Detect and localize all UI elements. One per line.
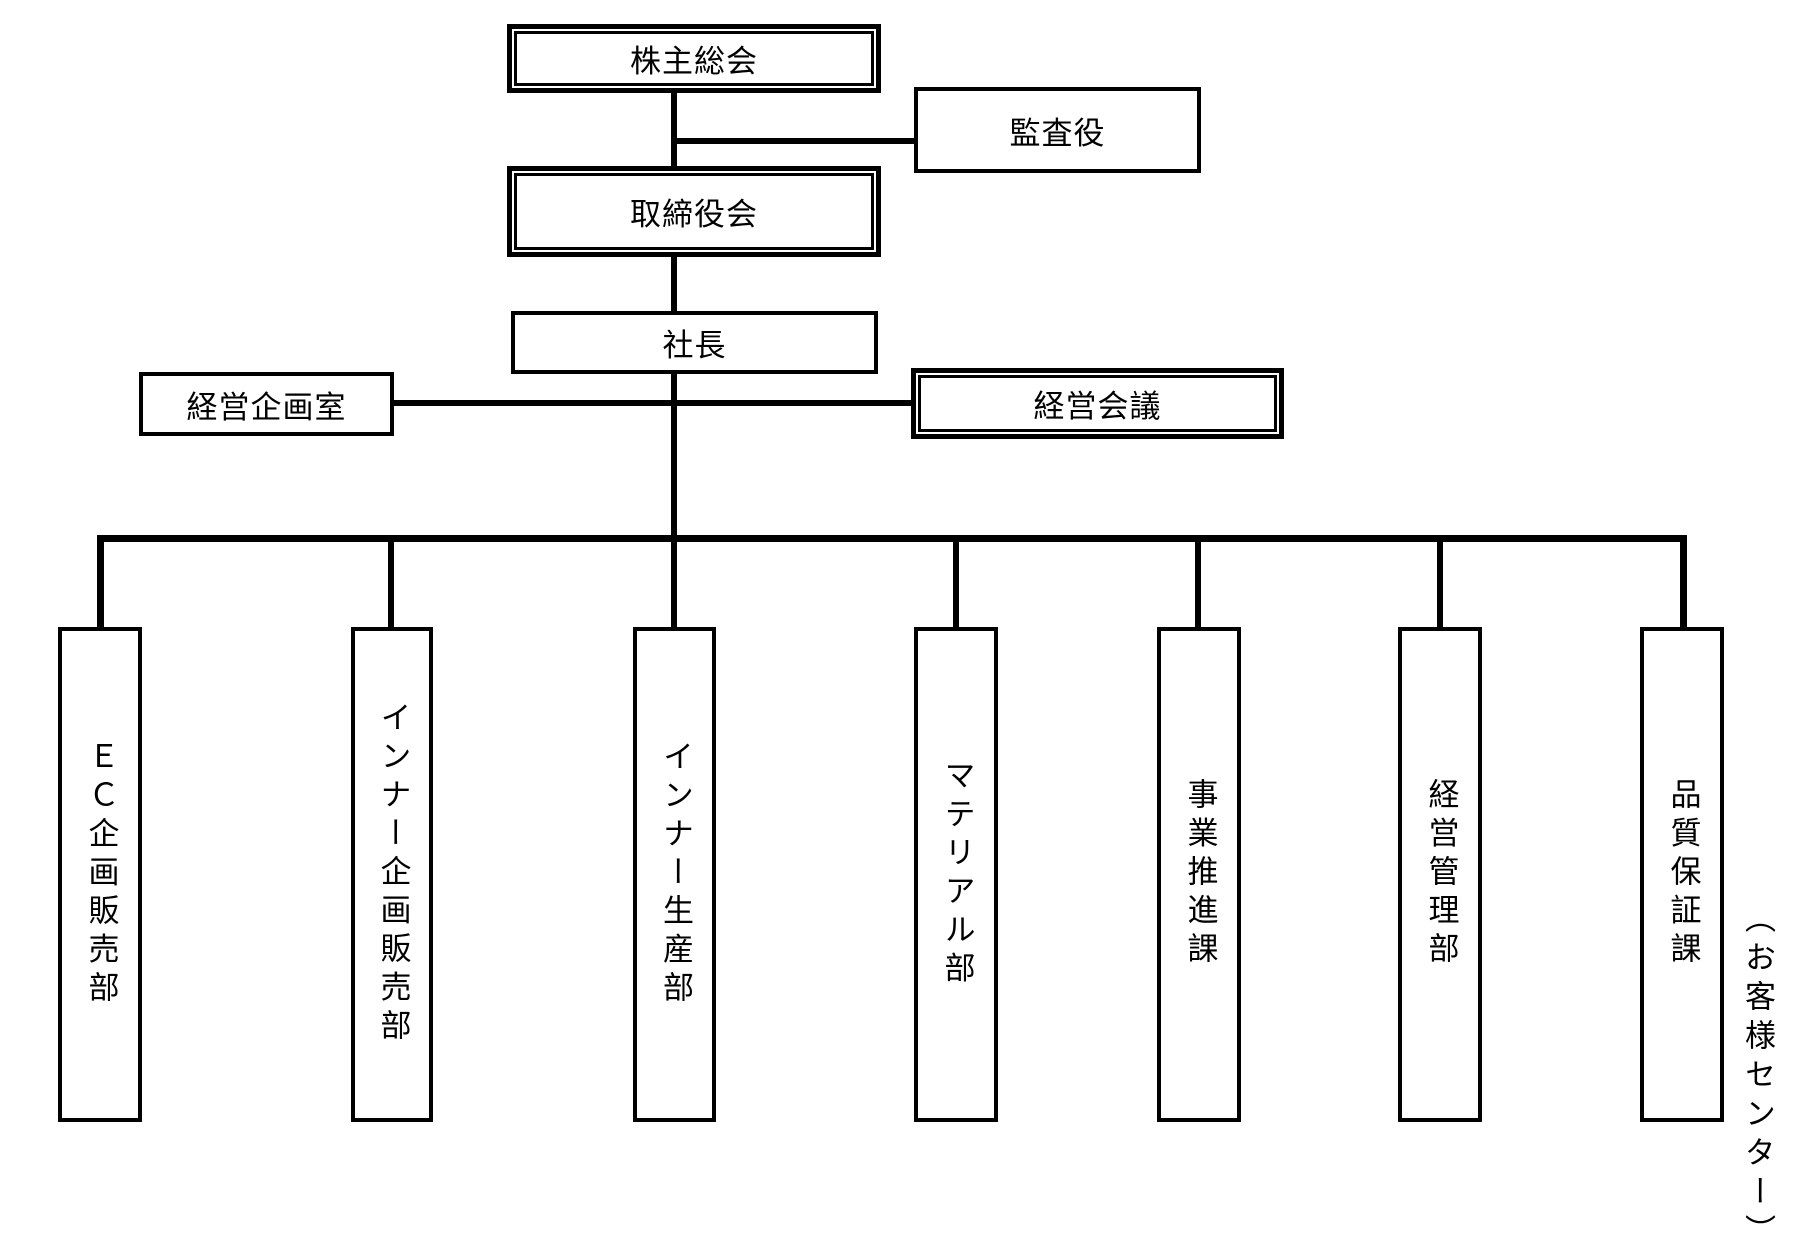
shareholders-meeting-box: 株主総会 <box>507 24 881 93</box>
department-box-inner-production: インナー生産部 <box>633 627 716 1122</box>
connector-shareholders-to-board <box>671 92 677 168</box>
president-label: 社長 <box>662 328 727 364</box>
management-meeting-label: 経営会議 <box>1033 389 1162 425</box>
department-box-inner-sales: インナー企画販売部 <box>351 627 433 1122</box>
department-label: インナー生産部 <box>657 739 693 1010</box>
drop-management <box>1437 535 1443 629</box>
department-box-quality-assurance: 品質保証課 <box>1640 627 1724 1122</box>
department-label: インナー企画販売部 <box>374 701 411 1048</box>
department-box-management: 経営管理部 <box>1398 627 1482 1122</box>
department-box-business-promotion: 事業推進課 <box>1157 627 1241 1122</box>
department-bus <box>97 535 1687 542</box>
drop-material <box>953 535 959 629</box>
auditor-label: 監査役 <box>1009 115 1106 152</box>
management-meeting-box: 経営会議 <box>911 368 1284 439</box>
president-box: 社長 <box>511 311 878 374</box>
connector-board-to-president <box>671 256 677 314</box>
department-label: 事業推進課 <box>1181 778 1218 971</box>
connector-president-to-bus <box>671 372 677 542</box>
department-label: マテリアル部 <box>938 759 975 990</box>
department-label: ＥＣ企画販売部 <box>82 739 119 1010</box>
shareholders-meeting-label: 株主総会 <box>630 44 758 80</box>
department-box-ec-sales: ＥＣ企画販売部 <box>58 627 142 1122</box>
drop-quality-assurance <box>1680 535 1687 629</box>
drop-business-promotion <box>1195 535 1201 629</box>
department-box-material: マテリアル部 <box>914 627 998 1122</box>
connector-to-auditor <box>671 138 916 144</box>
department-label: 品質保証課 <box>1664 778 1701 971</box>
board-of-directors-label: 取締役会 <box>630 197 758 233</box>
drop-inner-production <box>671 535 677 629</box>
drop-ec-sales <box>97 535 104 629</box>
board-of-directors-box: 取締役会 <box>507 166 881 257</box>
corporate-planning-office-box: 経営企画室 <box>139 372 394 436</box>
corporate-planning-office-label: 経営企画室 <box>186 389 347 426</box>
auditor-box: 監査役 <box>914 87 1201 173</box>
drop-inner-sales <box>388 535 394 629</box>
customer-center-note: （お客様センター） <box>1739 902 1775 1253</box>
department-label: 経営管理部 <box>1422 778 1459 971</box>
connector-staff-line <box>392 400 913 406</box>
